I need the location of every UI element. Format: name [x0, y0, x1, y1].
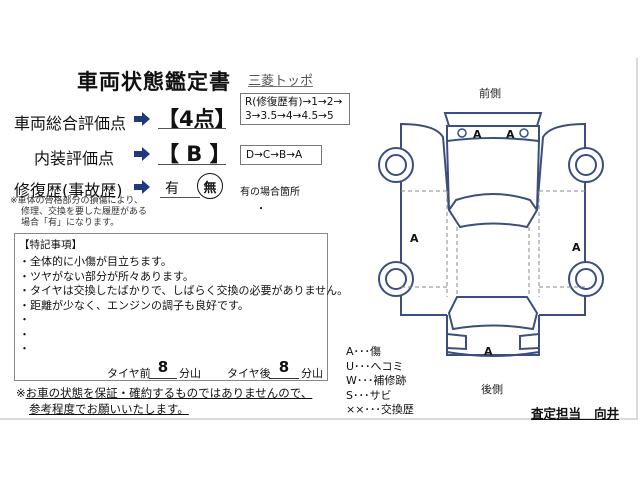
interior-rating-scale: D→C→B→A	[240, 145, 322, 165]
scale-line-2: 3→3.5→4→4.5→5	[245, 110, 334, 122]
repair-note: ※車体の骨格部分の損傷により、 修理、交換を要した履歴がある 場合「有」になりま…	[10, 196, 147, 229]
tire-rear-unit: 分山	[301, 367, 323, 380]
overall-rating-scale: R(修復歴有)→1→2→ 3→3.5→4→4.5→5	[240, 93, 350, 125]
inspector-label: 査定担当	[531, 406, 582, 421]
wheel-rear-right	[568, 261, 604, 297]
tire-front-underline	[149, 378, 177, 379]
interior-rating-label: 内装評価点	[34, 149, 115, 168]
tire-rear-value: 8	[278, 358, 290, 376]
legend-item: ××･･･交換歴	[346, 403, 414, 416]
repair-option-no-selected: 無	[197, 173, 223, 199]
remark-item: ・	[19, 313, 30, 326]
legend-item: S･･･サビ	[346, 388, 392, 402]
document-title: 車両状態鑑定書	[77, 70, 231, 94]
damage-legend: A･･･傷 U･･･へコミ W･･･補修跡 S･･･サビ ××･･･交換歴	[346, 345, 414, 418]
tire-rear-underline	[269, 378, 299, 379]
repair-note-line-3: 場合「有」になります。	[21, 218, 120, 228]
legend-item: A･･･傷	[346, 345, 382, 358]
repair-option-yes: 有	[165, 181, 179, 197]
tire-rear-label: タイヤ後	[227, 367, 271, 380]
wheel-front-left	[378, 147, 414, 183]
overall-rating-label: 車両総合評価点	[14, 114, 127, 133]
car-damage-diagram	[378, 112, 604, 357]
remarks-title: 【特記事項】	[19, 239, 82, 251]
damage-mark-rear: A	[484, 345, 493, 358]
legend-item: U･･･へコミ	[346, 359, 404, 373]
arrow-right-icon	[134, 112, 150, 126]
arrow-right-icon	[134, 147, 150, 161]
overall-rating-value: 【4点】	[158, 107, 236, 131]
front-lights	[446, 125, 540, 143]
disclaimer-line-1: お車の状態を保証・確約するものではありませんので、	[25, 386, 313, 400]
appraisal-sheet	[0, 58, 638, 420]
remark-item: ・	[19, 327, 30, 341]
remark-item: ・全体的に小傷が目立ちます。	[19, 255, 172, 268]
rear-side-label: 後側	[481, 383, 503, 396]
remark-item: ・タイヤは交換したばかりで、しばらく交換の必要がありません。	[19, 284, 349, 297]
repair-history-underline	[160, 197, 200, 198]
overall-rating-underline	[158, 128, 226, 129]
windshield	[447, 193, 539, 229]
remark-item: ・	[19, 342, 30, 355]
repair-note-line-1: ※車体の骨格部分の損傷により、	[10, 196, 144, 206]
damage-mark-left-side: A	[410, 232, 419, 245]
repair-history-label: 修復歴(事故歴)	[14, 181, 123, 200]
disclaimer: ※お車の状態を保証・確約するものではありませんので、 参考程度でお願いいたします…	[16, 385, 312, 417]
damage-mark-right-side: A	[572, 241, 581, 254]
arrow-right-icon	[134, 180, 150, 194]
repair-note-line-2: 修理、交換を要した履歴がある	[21, 207, 148, 217]
tire-front-label: タイヤ前	[107, 367, 151, 380]
car-model: 三菱トッポ	[248, 74, 314, 89]
inspector-name: 向井	[594, 406, 620, 421]
remarks-box: 【特記事項】 ・全体的に小傷が目立ちます。 ・ツヤがない部分が所々あります。 ・…	[14, 233, 348, 381]
disclaimer-line-2: 参考程度でお願いいたします。	[29, 402, 189, 416]
interior-rating-underline	[158, 164, 226, 165]
rear-window	[447, 296, 539, 331]
inspector: 査定担当 向井	[531, 403, 619, 422]
wheel-front-right	[568, 147, 604, 183]
front-side-label: 前側	[479, 87, 501, 100]
damage-mark-front-right: A	[506, 128, 515, 141]
repair-location-label: 有の場合箇所	[240, 187, 300, 198]
damage-mark-front-left: A	[473, 128, 482, 141]
tire-front-unit: 分山	[179, 367, 201, 380]
disclaimer-mark: ※	[16, 386, 26, 400]
remark-item: ・ツヤがない部分が所々あります。	[19, 269, 194, 283]
legend-item: W･･･補修跡	[346, 374, 407, 387]
scale-line-1: R(修復歴有)→1→2→	[245, 96, 343, 108]
remark-item: ・距離が少なく、エンジンの調子も良好です。	[19, 298, 249, 312]
remarks-list: ・全体的に小傷が目立ちます。 ・ツヤがない部分が所々あります。 ・タイヤは交換し…	[19, 255, 348, 357]
wheel-rear-left	[378, 261, 414, 297]
interior-rating-value: 【 B 】	[158, 142, 231, 166]
tire-front-value: 8	[157, 358, 169, 376]
repair-location-value: ・	[256, 204, 266, 215]
front-bumper	[443, 112, 543, 127]
